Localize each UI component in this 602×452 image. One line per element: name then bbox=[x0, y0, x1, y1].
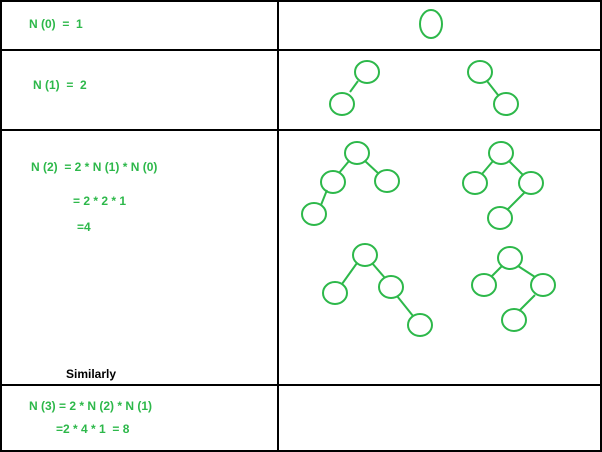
tree-edge bbox=[486, 80, 499, 96]
tree-n2-a bbox=[301, 141, 400, 226]
tree-node bbox=[322, 281, 348, 305]
n3-step-1: =2 * 4 * 1 = 8 bbox=[56, 422, 130, 436]
tree-edge bbox=[371, 262, 386, 279]
n2-step-1: = 2 * 2 * 1 bbox=[73, 194, 127, 208]
tree-edge bbox=[508, 160, 524, 176]
tree-node bbox=[354, 60, 380, 84]
tree-node bbox=[530, 273, 556, 297]
tree-node bbox=[352, 243, 378, 267]
n0-formula: N (0) = 1 bbox=[29, 17, 83, 31]
tree-node bbox=[344, 141, 370, 165]
tree-edge bbox=[481, 160, 494, 175]
tree-edge bbox=[320, 189, 328, 206]
tree-n2-d bbox=[471, 246, 556, 332]
tree-node bbox=[487, 206, 513, 230]
tree-node bbox=[301, 202, 327, 226]
tree-node bbox=[467, 60, 493, 84]
tree-edge bbox=[349, 80, 359, 93]
n2-formula: N (2) = 2 * N (1) * N (0) bbox=[31, 160, 158, 174]
n2-step-2: =4 bbox=[77, 220, 91, 234]
n3-formula: N (3) = 2 * N (2) * N (1) bbox=[29, 399, 153, 413]
tree-node bbox=[471, 273, 497, 297]
tree-node bbox=[488, 141, 514, 165]
tree-edge bbox=[490, 265, 503, 278]
tree-edge bbox=[338, 160, 350, 174]
tree-node bbox=[320, 170, 346, 194]
tree-node bbox=[493, 92, 519, 116]
tree-edge bbox=[364, 160, 380, 175]
tree-node bbox=[374, 169, 400, 193]
tree-edge bbox=[396, 295, 414, 317]
tree-node bbox=[378, 275, 404, 299]
tree-edge bbox=[507, 191, 526, 210]
tree-node bbox=[407, 313, 433, 337]
tree-node bbox=[462, 171, 488, 195]
tree-n1-left bbox=[329, 60, 380, 116]
tree-n1-right bbox=[467, 60, 519, 116]
tree-edge bbox=[518, 294, 536, 312]
tree-edge bbox=[517, 265, 536, 278]
tree-node bbox=[329, 92, 355, 116]
tree-edge bbox=[341, 262, 358, 285]
tree-n0-single bbox=[419, 9, 443, 39]
tree-n2-c bbox=[322, 243, 433, 337]
tree-node bbox=[497, 246, 523, 270]
tree-node bbox=[501, 308, 527, 332]
similarly-label: Similarly bbox=[66, 367, 117, 381]
tree-node bbox=[419, 9, 443, 39]
tree-n2-b bbox=[462, 141, 544, 230]
n1-formula: N (1) = 2 bbox=[33, 78, 87, 92]
tree-node bbox=[518, 171, 544, 195]
